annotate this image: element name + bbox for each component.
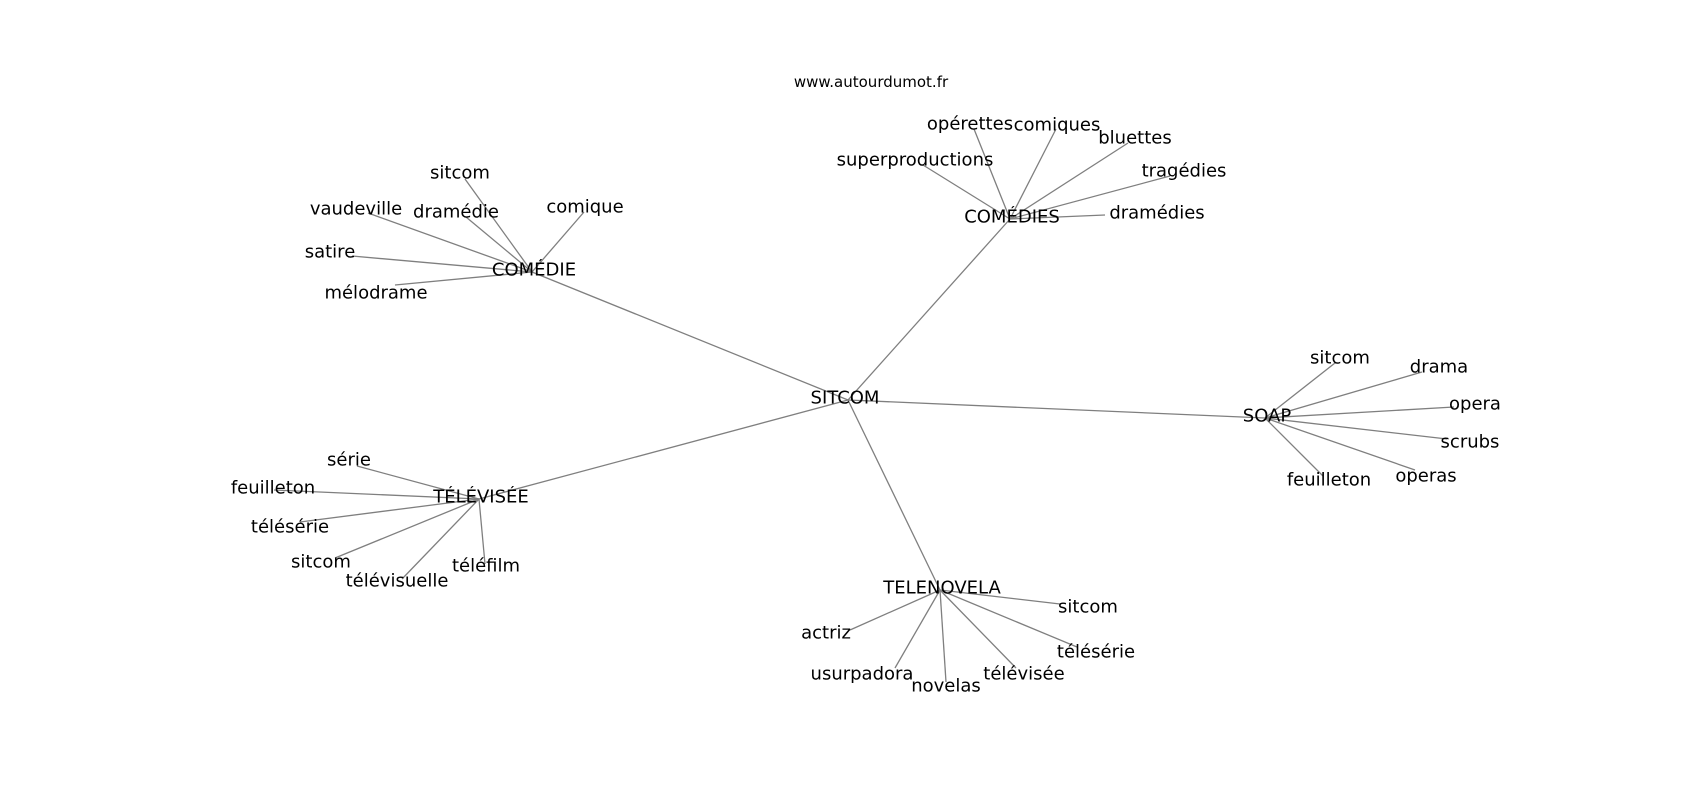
leaf-node-televisee-1: feuilleton (231, 478, 315, 499)
leaf-node-televisee-3: sitcom (291, 552, 351, 573)
leaf-node-telenovela-3: usurpadora (811, 664, 914, 685)
leaf-node-telenovela-1: actriz (801, 623, 851, 644)
leaf-node-comedie-1: dramédie (413, 202, 499, 223)
leaf-node-comedie-2: comique (546, 197, 623, 218)
edge-televisee-leaf-3 (334, 498, 480, 559)
hub-node-televisee: TÉLÉVISÉE (432, 486, 529, 508)
edge-comedies-leaf-4 (1009, 175, 1171, 220)
leaf-node-televisee-4: télévisuelle (346, 571, 449, 592)
edge-comedies-leaf-0 (973, 128, 1011, 220)
leaf-node-comedies-0: opérettes (927, 114, 1013, 135)
hub-node-comedie: COMÉDIE (492, 259, 576, 281)
edge-center-televisee (478, 399, 849, 500)
edge-soap-leaf-1 (1264, 371, 1423, 419)
leaf-node-comedies-5: dramédies (1109, 203, 1204, 224)
leaf-node-telenovela-4: télévisée (983, 664, 1064, 685)
edge-soap-leaf-4 (1264, 417, 1416, 471)
edge-soap-leaf-5 (1264, 417, 1324, 477)
edge-telenovela-leaf-1 (849, 589, 941, 631)
edge-televisee-leaf-1 (273, 489, 480, 500)
leaf-node-comedies-2: bluettes (1098, 128, 1171, 149)
leaf-node-comedie-4: satire (305, 242, 356, 263)
leaf-node-soap-4: operas (1395, 466, 1456, 487)
edge-soap-leaf-3 (1264, 417, 1448, 440)
leaf-node-soap-2: opera (1449, 394, 1501, 415)
leaf-node-televisee-0: série (327, 450, 371, 471)
edges-layer (273, 128, 1455, 683)
edge-center-telenovela (847, 399, 941, 591)
edge-telenovela-leaf-2 (939, 589, 1078, 648)
edge-center-comedie (531, 271, 849, 401)
leaf-node-televisee-5: téléfilm (452, 556, 520, 577)
edge-telenovela-leaf-0 (939, 589, 1061, 605)
edge-comedies-leaf-5 (1009, 214, 1106, 220)
edge-comedie-leaf-1 (465, 216, 533, 273)
hub-node-soap: SOAP (1243, 406, 1292, 427)
leaf-node-comedie-3: vaudeville (310, 199, 402, 220)
edge-televisee-leaf-4 (401, 498, 480, 580)
watermark-text: www.autourdumot.fr (794, 73, 949, 91)
leaf-node-telenovela-5: novelas (911, 676, 981, 697)
center-node-label: SITCOM (811, 388, 880, 409)
edge-soap-leaf-0 (1264, 362, 1336, 419)
edge-televisee-leaf-5 (478, 498, 486, 565)
edge-televisee-leaf-0 (356, 465, 480, 500)
leaf-node-comedie-0: sitcom (430, 163, 490, 184)
edge-telenovela-leaf-5 (939, 589, 947, 683)
edge-center-soap (847, 399, 1266, 419)
edge-telenovela-leaf-3 (894, 589, 941, 669)
leaf-node-soap-3: scrubs (1441, 432, 1500, 453)
hub-node-telenovela: TELENOVELA (882, 578, 1001, 599)
leaf-node-soap-1: drama (1410, 357, 1468, 378)
leaf-node-comedie-5: mélodrame (324, 283, 427, 304)
edge-telenovela-leaf-4 (939, 589, 1017, 669)
leaf-node-telenovela-2: télésérie (1057, 642, 1135, 663)
edge-comedies-leaf-1 (1009, 128, 1057, 220)
edge-comedies-leaf-2 (1009, 142, 1129, 220)
leaf-node-telenovela-0: sitcom (1058, 597, 1118, 618)
leaf-node-comedies-1: comiques (1014, 115, 1101, 136)
edge-televisee-leaf-2 (299, 498, 480, 523)
edge-comedie-leaf-0 (464, 178, 533, 273)
leaf-node-comedies-3: superproductions (837, 150, 994, 171)
edge-comedies-leaf-3 (922, 164, 1011, 220)
edge-comedie-leaf-2 (531, 211, 585, 273)
leaf-node-soap-0: sitcom (1310, 348, 1370, 369)
leaf-node-comedies-4: tragédies (1142, 161, 1227, 182)
edge-center-comedies (847, 218, 1011, 401)
edge-comedie-leaf-5 (394, 271, 533, 286)
labels-layer: www.autourdumot.fr SITCOM COMÉDIE sitcom dr… (231, 73, 1501, 697)
edge-comedie-leaf-3 (367, 212, 533, 273)
leaf-node-televisee-2: télésérie (251, 517, 329, 538)
leaf-node-soap-5: feuilleton (1287, 470, 1371, 491)
hub-node-comedies: COMÉDIES (964, 206, 1060, 228)
edge-soap-leaf-2 (1264, 406, 1455, 419)
edge-comedie-leaf-4 (351, 255, 533, 273)
